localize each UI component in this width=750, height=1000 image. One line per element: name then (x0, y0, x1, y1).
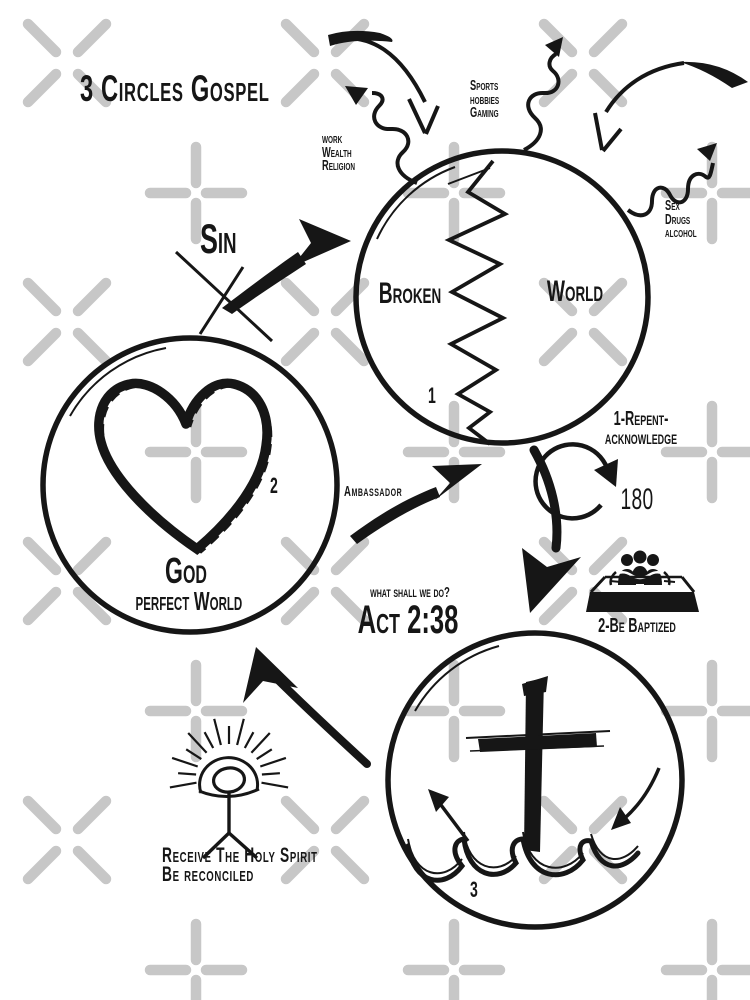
receive-label-line1: Receive The Holy Spirit (162, 843, 318, 867)
escape-label-top: Sports hobbies Gaming (470, 78, 500, 121)
receive-label-line2: Be reconciled (162, 862, 254, 886)
perfect-world-word: perfect World (135, 586, 243, 616)
circle-number-2: 2 (270, 473, 278, 498)
descend-arrow (522, 445, 581, 613)
god-circle (40, 335, 340, 635)
page-title: 3 Circles Gospel (80, 68, 270, 109)
cross-icon (465, 676, 611, 852)
escape-curve-arrow-left (328, 30, 440, 135)
escape-curve-arrow-right (593, 61, 748, 153)
broken-word: Broken (378, 277, 442, 310)
repent-label-line1: 1-Repent- (613, 408, 669, 430)
rays-icon (169, 718, 289, 789)
escape-label-right: Sex Drugs alcohol (665, 198, 697, 241)
ambassador-arrow (350, 464, 482, 544)
sin-arrow (222, 219, 351, 314)
holy-spirit-figure (169, 718, 289, 860)
broken-world-circle (353, 148, 651, 446)
world-word: World (546, 275, 604, 308)
circle-number-1: 1 (428, 383, 436, 408)
degrees-180-label: 180 (620, 483, 654, 516)
repent-label-line2: acknowledge (604, 427, 678, 449)
squiggle-arrow-right (626, 143, 717, 218)
cross-circle (385, 630, 685, 930)
sin-label: Sin (200, 215, 237, 262)
sin-strike-mark (174, 250, 274, 343)
escape-label-left: work Wealth Religion (322, 131, 356, 174)
baptism-pool-icon (586, 550, 699, 612)
inner-arrow-left (428, 789, 470, 843)
squiggle-arrow-top (523, 37, 563, 152)
inner-arrow-right (611, 767, 661, 830)
squiggle-arrow-left (345, 86, 418, 185)
baptized-label: 2-Be Baptized (598, 615, 676, 637)
180-reset-icon (533, 442, 618, 521)
acts-verse: Act 2:38 (357, 598, 459, 642)
acts-question: what shall we do? (370, 584, 450, 601)
crack-zigzag (444, 159, 510, 446)
waves-icon (405, 831, 641, 883)
heart-icon (94, 378, 273, 555)
circle-number-3: 3 (470, 877, 478, 902)
return-arrow (243, 647, 371, 768)
god-word: God (165, 550, 207, 591)
ambassador-label: Ambassador (344, 483, 403, 500)
